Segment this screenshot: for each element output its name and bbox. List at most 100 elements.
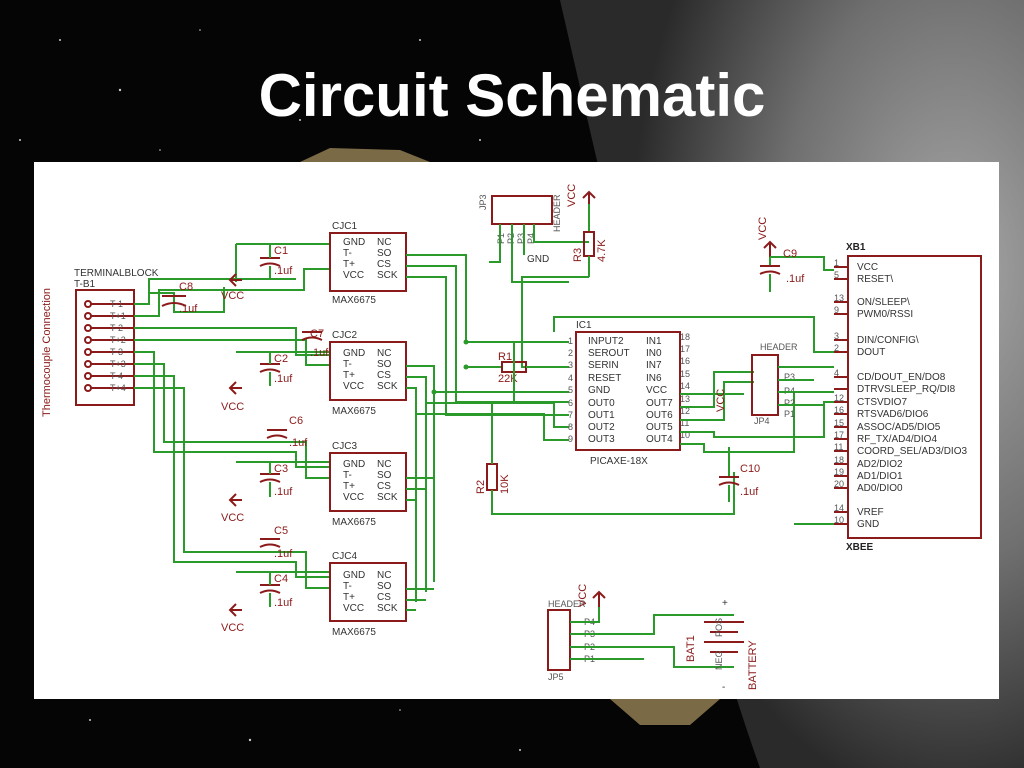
svg-text:.1uf: .1uf bbox=[274, 597, 293, 609]
svg-text:12: 12 bbox=[680, 406, 690, 416]
svg-text:.1uf: .1uf bbox=[274, 486, 293, 498]
svg-text:R3: R3 bbox=[572, 248, 584, 262]
svg-text:20: 20 bbox=[834, 479, 844, 489]
svg-text:BATTERY: BATTERY bbox=[747, 640, 759, 690]
tb-pin: T-2 bbox=[110, 323, 123, 333]
resistor-r2: R2 10K bbox=[475, 402, 735, 515]
svg-text:SCK: SCK bbox=[377, 270, 398, 281]
svg-text:HEADER: HEADER bbox=[760, 342, 798, 352]
svg-text:GND: GND bbox=[343, 237, 365, 248]
svg-text:OUT7: OUT7 bbox=[646, 398, 673, 409]
svg-text:.1uf: .1uf bbox=[179, 303, 198, 315]
svg-text:JP4: JP4 bbox=[754, 416, 770, 426]
svg-text:3: 3 bbox=[568, 360, 573, 370]
svg-text:VCC: VCC bbox=[343, 492, 364, 503]
svg-text:VCC: VCC bbox=[221, 401, 244, 413]
svg-text:GND: GND bbox=[343, 348, 365, 359]
svg-text:AD0/DIO0: AD0/DIO0 bbox=[857, 483, 903, 494]
svg-text:VCC: VCC bbox=[221, 290, 244, 302]
svg-text:SCK: SCK bbox=[377, 603, 398, 614]
svg-text:16: 16 bbox=[834, 405, 844, 415]
svg-text:JP5: JP5 bbox=[548, 672, 564, 682]
svg-text:SEROUT: SEROUT bbox=[588, 348, 630, 359]
ic1-left-labels: INPUT2 SEROUT SERIN RESET GND OUT0 OUT1 … bbox=[588, 336, 630, 445]
xbee-pin-numbers: 1 5 13 9 3 2 4 12 16 15 17 11 18 19 20 1… bbox=[834, 258, 844, 525]
svg-text:IN6: IN6 bbox=[646, 373, 662, 384]
svg-text:T+: T+ bbox=[343, 370, 355, 381]
svg-text:VCC: VCC bbox=[343, 270, 364, 281]
terminal-name: TERMINALBLOCK bbox=[74, 268, 159, 279]
svg-text:16: 16 bbox=[680, 356, 690, 366]
svg-text:SO: SO bbox=[377, 470, 392, 481]
svg-text:14: 14 bbox=[834, 503, 844, 513]
svg-text:NEG: NEG bbox=[714, 650, 724, 670]
svg-text:ASSOC/AD5/DIO5: ASSOC/AD5/DIO5 bbox=[857, 422, 941, 433]
svg-text:SCK: SCK bbox=[377, 381, 398, 392]
jp5-header: HEADER JP5 P4 P3 P2 P1 VCC bbox=[547, 584, 734, 682]
svg-text:8: 8 bbox=[568, 422, 573, 432]
svg-text:10K: 10K bbox=[499, 474, 511, 494]
svg-text:P3: P3 bbox=[784, 372, 795, 382]
svg-text:C1: C1 bbox=[274, 245, 288, 257]
svg-text:CJC3: CJC3 bbox=[332, 441, 357, 452]
xb1-xbee: XB1 XBEE VCC RESET\ ON/SLEEP\ PWM0/RSSI … bbox=[513, 242, 982, 553]
svg-text:RF_TX/AD4/DIO4: RF_TX/AD4/DIO4 bbox=[857, 434, 937, 445]
svg-text:NC: NC bbox=[377, 570, 391, 581]
svg-text:HEADER: HEADER bbox=[552, 194, 562, 232]
svg-text:SO: SO bbox=[377, 248, 392, 259]
tb-pin: T-3 bbox=[110, 347, 123, 357]
svg-text:22K: 22K bbox=[498, 373, 518, 385]
svg-text:DIN/CONFIG\: DIN/CONFIG\ bbox=[857, 335, 919, 346]
svg-text:SCK: SCK bbox=[377, 492, 398, 503]
svg-text:ON/SLEEP\: ON/SLEEP\ bbox=[857, 297, 910, 308]
svg-text:2: 2 bbox=[834, 343, 839, 353]
capacitor-c9: VCC C9 .1uf bbox=[757, 217, 834, 292]
svg-text:C8: C8 bbox=[179, 281, 193, 293]
ic1-right-labels: IN1 IN0 IN7 IN6 VCC OUT7 OUT6 OUT5 OUT4 bbox=[646, 336, 673, 445]
svg-text:IN0: IN0 bbox=[646, 348, 662, 359]
svg-text:CD/DOUT_EN/DO8: CD/DOUT_EN/DO8 bbox=[857, 372, 946, 383]
svg-text:CS: CS bbox=[377, 481, 391, 492]
svg-text:PICAXE-18X: PICAXE-18X bbox=[590, 456, 648, 467]
svg-text:T-: T- bbox=[343, 359, 352, 370]
tb-pin: T+2 bbox=[110, 335, 126, 345]
svg-text:CS: CS bbox=[377, 592, 391, 603]
svg-text:.1uf: .1uf bbox=[786, 273, 805, 285]
xbee-pin-stubs bbox=[834, 266, 848, 525]
circuit-schematic: Thermocouple Connection TERMINALBLOCK T-… bbox=[41, 184, 982, 693]
tb-pin: T+4 bbox=[110, 383, 126, 393]
svg-text:GND: GND bbox=[527, 254, 549, 265]
svg-text:NC: NC bbox=[377, 348, 391, 359]
svg-text:PWM0/RSSI: PWM0/RSSI bbox=[857, 309, 913, 320]
terminal-ref: T-B1 bbox=[74, 279, 96, 290]
svg-text:10: 10 bbox=[680, 430, 690, 440]
svg-text:C4: C4 bbox=[274, 573, 288, 585]
svg-text:19: 19 bbox=[834, 467, 844, 477]
resistor-r1: R1 22K bbox=[463, 351, 569, 385]
battery-bat1: BAT1 BATTERY NEG POS + - bbox=[685, 598, 759, 693]
svg-text:RESET\: RESET\ bbox=[857, 274, 893, 285]
svg-text:GND: GND bbox=[343, 459, 365, 470]
svg-text:C3: C3 bbox=[274, 463, 288, 475]
svg-text:-: - bbox=[722, 682, 725, 693]
jp4-header: HEADER JP4 P4 P3 P2 P1 VCC bbox=[715, 342, 834, 426]
svg-text:T-: T- bbox=[343, 581, 352, 592]
svg-text:2: 2 bbox=[568, 348, 573, 358]
svg-text:JP3: JP3 bbox=[478, 194, 488, 210]
svg-text:11: 11 bbox=[680, 418, 689, 428]
svg-text:GND: GND bbox=[343, 570, 365, 581]
svg-text:VCC: VCC bbox=[646, 385, 667, 396]
svg-text:CS: CS bbox=[377, 370, 391, 381]
svg-text:VCC: VCC bbox=[757, 217, 769, 240]
spi-bus-wires bbox=[406, 254, 569, 611]
capacitor-c8: C8 .1uf bbox=[149, 281, 225, 315]
svg-text:4.7K: 4.7K bbox=[596, 239, 608, 262]
svg-text:T+: T+ bbox=[343, 481, 355, 492]
tb-pin: T-4 bbox=[110, 371, 123, 381]
thermocouple-wires bbox=[134, 268, 329, 589]
svg-text:4: 4 bbox=[568, 373, 573, 383]
svg-text:1: 1 bbox=[568, 336, 573, 346]
schematic-panel: Thermocouple Connection TERMINALBLOCK T-… bbox=[34, 162, 999, 699]
svg-text:7: 7 bbox=[568, 410, 573, 420]
svg-text:VCC: VCC bbox=[343, 381, 364, 392]
